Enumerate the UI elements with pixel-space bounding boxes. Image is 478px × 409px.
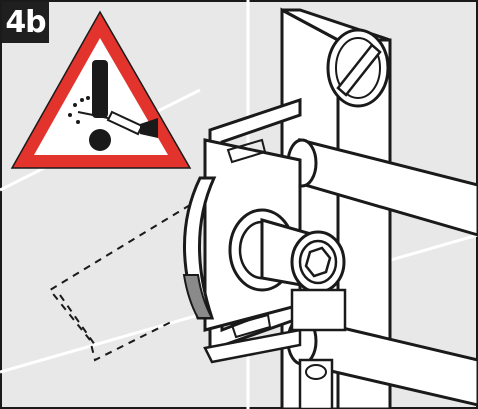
ghost-bracket-outline: [48, 204, 191, 362]
hex-socket-icon: [304, 246, 332, 278]
exclamation-dot: [89, 129, 111, 151]
ghost-bracket-edge: [59, 294, 96, 346]
step-number-badge: 4b: [2, 2, 49, 43]
exclamation-bar: [92, 60, 108, 118]
slot-screw: [326, 28, 390, 108]
drill-icon: [68, 96, 158, 138]
back-plate: [182, 176, 217, 320]
hanging-hardware: [290, 288, 347, 409]
warning-sign: [10, 10, 192, 169]
threaded-fitting: [228, 208, 346, 294]
